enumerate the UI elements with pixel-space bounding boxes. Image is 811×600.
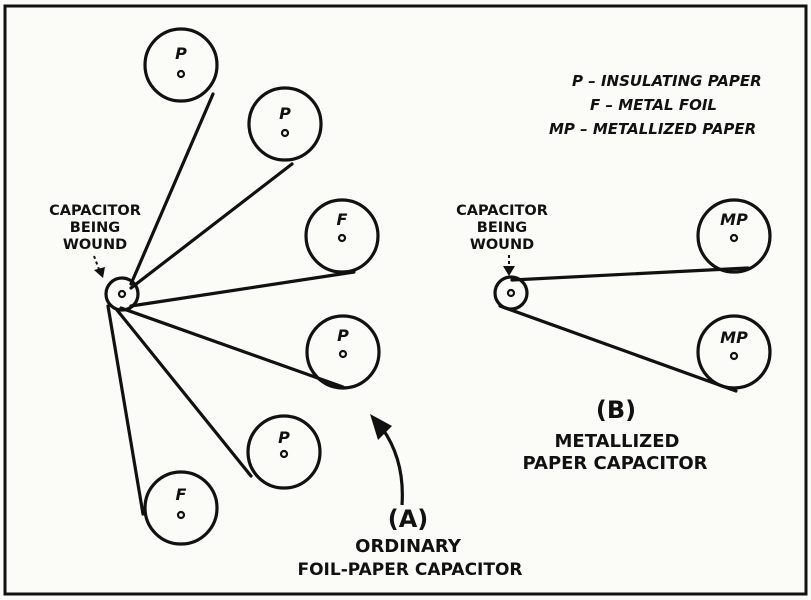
reel-hole [337, 233, 347, 243]
tape-b-1 [510, 266, 750, 282]
diagram-a-core [104, 276, 140, 312]
tape-a-2 [129, 162, 294, 290]
tape-a-3 [129, 270, 356, 308]
pointer-arrow-head [370, 414, 392, 440]
reel-hole [176, 510, 186, 520]
pointer-arrow-shaft [380, 427, 404, 506]
reel-circle [143, 470, 219, 546]
callout-a-arrow-head [94, 267, 105, 278]
reel-label: P [279, 104, 291, 123]
capacitor-core-a [104, 276, 140, 312]
core-hole-a [117, 289, 127, 299]
reel-a-2: P [247, 86, 323, 162]
callout-b-line1: CAPACITOR [456, 203, 548, 219]
reel-a-5: P [246, 414, 322, 490]
reel-label: F [176, 485, 187, 504]
reel-label: P [337, 326, 349, 345]
reel-hole [279, 449, 289, 459]
reel-hole [280, 128, 290, 138]
callout-b-line3: WOUND [470, 237, 534, 253]
diagram-b-title-line1: METALLIZED [555, 431, 680, 452]
reel-hole [729, 351, 739, 361]
tape-a-4 [119, 306, 345, 389]
legend-f: F – METAL FOIL [590, 96, 717, 114]
reel-label: F [337, 210, 348, 229]
reel-circle [696, 198, 772, 274]
core-hole-b [506, 288, 516, 298]
reel-a-6: F [143, 470, 219, 546]
callout-b-line2: BEING [477, 220, 527, 236]
callout-a-line1: CAPACITOR [49, 203, 141, 219]
diagram-a-tapes [106, 92, 356, 516]
diagram-a-title-line2: FOIL-PAPER CAPACITOR [297, 560, 522, 580]
reel-a-4: P [305, 314, 381, 390]
legend-mp: MP – METALLIZED PAPER [549, 120, 756, 138]
reel-hole [729, 233, 739, 243]
diagram-a-pointer-arrow [370, 414, 404, 506]
reel-label: MP [720, 210, 748, 229]
diagram-b-title-line2: PAPER CAPACITOR [522, 453, 707, 474]
capacitor-core-b [493, 275, 529, 311]
diagram-b-core [493, 275, 529, 311]
outer-frame [3, 4, 808, 596]
tape-a-5 [115, 308, 253, 478]
legend-p: P – INSULATING PAPER [572, 72, 762, 90]
reel-a-1: P [143, 27, 219, 103]
reel-hole [338, 349, 348, 359]
reel-label: MP [720, 328, 748, 347]
diagram-a-letter: (A) [388, 505, 429, 533]
callout-a-line2: BEING [70, 220, 120, 236]
tape-a-1 [129, 92, 215, 286]
reel-b-1: MP [696, 198, 772, 274]
diagram-b-tapes [498, 266, 750, 393]
reel-circle [247, 86, 323, 162]
reel-label: P [278, 428, 290, 447]
callout-a-line3: WOUND [63, 237, 127, 253]
diagram-a-title-line1: ORDINARY [355, 536, 462, 557]
reel-circle [304, 198, 380, 274]
reel-a-3: F [304, 198, 380, 274]
reel-label: P [175, 44, 187, 63]
reel-circle [143, 27, 219, 103]
callout-b-arrow-head [503, 266, 515, 276]
reel-circle [305, 314, 381, 390]
reel-b-2: MP [696, 314, 772, 390]
tape-b-2 [498, 304, 738, 393]
reel-hole [176, 69, 186, 79]
reel-circle [696, 314, 772, 390]
diagram-b-callout: CAPACITOR BEING WOUND [456, 203, 548, 276]
reel-circle [246, 414, 322, 490]
legend: P – INSULATING PAPER F – METAL FOIL MP –… [549, 72, 762, 138]
diagram-b-letter: (B) [596, 396, 636, 424]
diagram-a-callout: CAPACITOR BEING WOUND [49, 203, 141, 278]
tape-a-6 [106, 304, 145, 516]
